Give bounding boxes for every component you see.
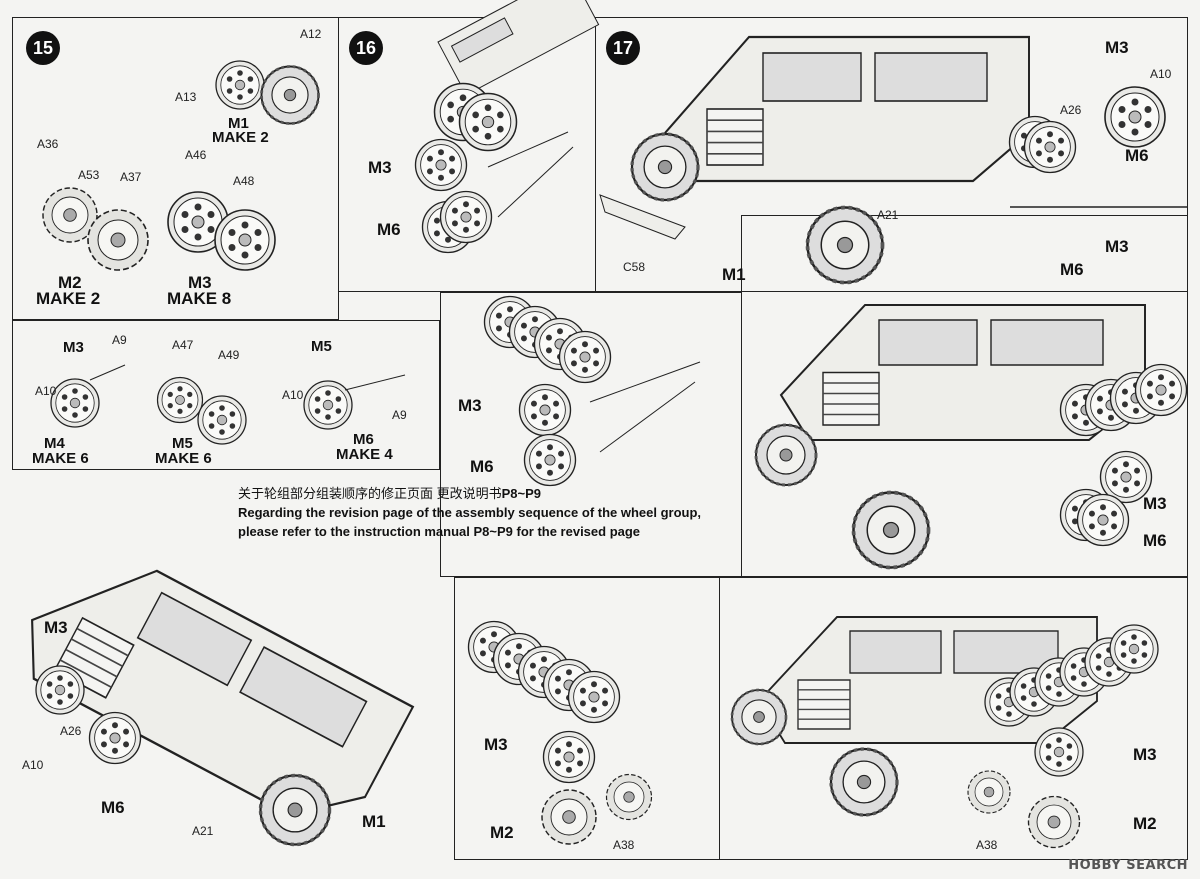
step16-m6-label: M6 bbox=[377, 220, 401, 239]
a53-label: A53 bbox=[78, 168, 100, 182]
a9-label-b: A9 bbox=[392, 408, 407, 422]
notice-en-line2: please refer to the instruction manual P… bbox=[238, 524, 641, 539]
step17-a10-label: A10 bbox=[1150, 67, 1172, 81]
a10-label-b: A10 bbox=[282, 388, 304, 402]
step16-drawings bbox=[414, 0, 600, 254]
revision3-drawings bbox=[754, 303, 1188, 570]
watermark: HOBBY SEARCH bbox=[1068, 858, 1188, 873]
a36-label: A36 bbox=[37, 137, 59, 151]
rev5-m3-label: M3 bbox=[1133, 745, 1157, 764]
a46-label: A46 bbox=[185, 148, 207, 162]
rev-bl-m1-label: M1 bbox=[362, 812, 386, 831]
revision5-drawings bbox=[730, 616, 1159, 849]
a10-label-a: A10 bbox=[35, 384, 57, 398]
m2-label: M2 bbox=[58, 273, 82, 292]
m2-make-label: MAKE 2 bbox=[36, 289, 101, 308]
notice-cn-pages: P8~P9 bbox=[501, 486, 542, 501]
step-16-badge: 16 bbox=[349, 31, 383, 65]
a13-label: A13 bbox=[175, 90, 197, 104]
rev5-a38-label: A38 bbox=[976, 838, 998, 852]
m6-label: M6 bbox=[353, 431, 374, 448]
step15-drawings bbox=[42, 60, 406, 445]
rev-bl-a26-label: A26 bbox=[60, 724, 82, 738]
rev2-m3-label: M3 bbox=[458, 396, 482, 415]
rev3-m6-label-b: M6 bbox=[1143, 531, 1167, 550]
notice-cn-text: 关于轮组部分组装顺序的修正页面 更改说明书 bbox=[238, 486, 502, 501]
m4-make-label: MAKE 6 bbox=[32, 450, 89, 467]
step15-lower-panel bbox=[12, 320, 440, 470]
rev-bl-m3-label: M3 bbox=[44, 618, 68, 637]
m1-label: M1 bbox=[228, 115, 249, 132]
m1-make-label: MAKE 2 bbox=[212, 129, 269, 146]
m3-make-label: MAKE 8 bbox=[167, 289, 232, 308]
revision-panel-5 bbox=[719, 577, 1188, 860]
step17-m6-label: M6 bbox=[1125, 146, 1149, 165]
revision-panel-3 bbox=[741, 215, 1188, 577]
a37-label: A37 bbox=[120, 170, 142, 184]
m6-make-label: MAKE 4 bbox=[336, 446, 393, 463]
revision-notice: 关于轮组部分组装顺序的修正页面 更改说明书P8~P9 Regarding the… bbox=[238, 484, 701, 541]
a12-label: A12 bbox=[300, 27, 322, 41]
m3-lower-label: M3 bbox=[63, 339, 84, 356]
rev3-m3-label-b: M3 bbox=[1143, 494, 1167, 513]
step17-panel bbox=[595, 17, 1188, 292]
m3-label: M3 bbox=[188, 273, 212, 292]
step-15-badge: 15 bbox=[26, 31, 60, 65]
a49-label: A49 bbox=[218, 348, 240, 362]
rev-bl-m6-label: M6 bbox=[101, 798, 125, 817]
step17-drawings bbox=[599, 35, 1188, 285]
m5-label: M5 bbox=[172, 435, 193, 452]
rev4-m3-label: M3 bbox=[484, 735, 508, 754]
bottom-left-drawings bbox=[7, 528, 415, 847]
step17-a21-label: A21 bbox=[877, 208, 899, 222]
rev4-m2-label: M2 bbox=[490, 823, 514, 842]
step17-m1-label: M1 bbox=[722, 265, 746, 284]
rev3-m3-label-a: M3 bbox=[1105, 237, 1129, 256]
rev2-m6-label: M6 bbox=[470, 457, 494, 476]
step17-a26-label: A26 bbox=[1060, 103, 1082, 117]
a48-label: A48 bbox=[233, 174, 255, 188]
rev3-m6-label: M6 bbox=[1060, 260, 1084, 279]
step17-c58-label: C58 bbox=[623, 260, 646, 274]
rev5-m2-label: M2 bbox=[1133, 814, 1157, 833]
notice-en-line1: Regarding the revision page of the assem… bbox=[238, 505, 702, 520]
m5-lower-label: M5 bbox=[311, 338, 332, 355]
revision4-drawings bbox=[467, 620, 653, 845]
rev-bl-a21-label: A21 bbox=[192, 824, 214, 838]
revision2-drawings bbox=[483, 295, 701, 487]
rev4-a38-label: A38 bbox=[613, 838, 635, 852]
step17-m3-label: M3 bbox=[1105, 38, 1129, 57]
a47-label: A47 bbox=[172, 338, 194, 352]
m5-make-label: MAKE 6 bbox=[155, 450, 212, 467]
rev-bl-a10-label: A10 bbox=[22, 758, 44, 772]
step16-m3-label: M3 bbox=[368, 158, 392, 177]
m4-label: M4 bbox=[44, 435, 65, 452]
step-17-badge: 17 bbox=[606, 31, 640, 65]
notice-chinese: 关于轮组部分组装顺序的修正页面 更改说明书P8~P9 bbox=[238, 484, 701, 503]
a9-label-a: A9 bbox=[112, 333, 127, 347]
